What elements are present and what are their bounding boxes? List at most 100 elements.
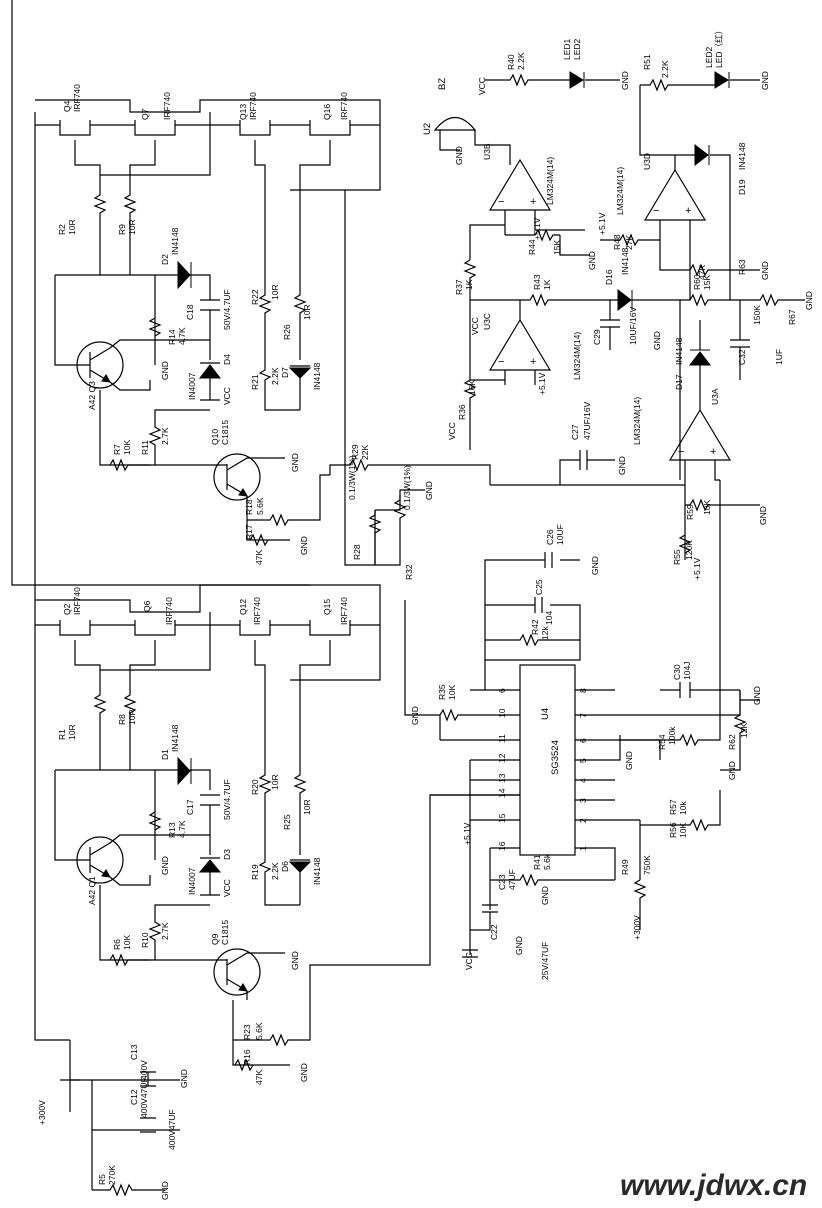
led1-diode bbox=[569, 71, 585, 89]
pin-label: 15 bbox=[497, 813, 507, 823]
r57-label: R57 bbox=[668, 799, 678, 815]
d17-label: D17 bbox=[674, 374, 684, 390]
sg3524-left-pins: 6 10 11 12 13 14 15 16 bbox=[497, 688, 507, 851]
r59-label: R59 bbox=[685, 504, 695, 520]
r21-value: 2.2K bbox=[270, 367, 280, 385]
q7-type: IRF740 bbox=[162, 92, 172, 120]
r28-value: 0.1/3W(1%) bbox=[347, 455, 357, 500]
vcc-label-d4: VCC bbox=[222, 387, 232, 405]
top-mosfet-bridge bbox=[35, 99, 381, 290]
q15-type: IRF740 bbox=[339, 597, 349, 625]
d19-diode bbox=[694, 143, 710, 167]
d2-label: D2 bbox=[160, 254, 170, 265]
q1-transistor bbox=[54, 770, 155, 961]
r49-resistor bbox=[633, 879, 647, 930]
c13-label: C13 bbox=[129, 1044, 139, 1060]
p51-label-r55: +5.1V bbox=[692, 557, 702, 580]
q2-label: Q2 bbox=[62, 603, 72, 615]
p51-label-u3d: +5.1V bbox=[597, 212, 607, 235]
r22-label: R22 bbox=[250, 289, 260, 305]
r63-value: 47K bbox=[697, 265, 707, 280]
r57-value: 10k bbox=[678, 801, 688, 815]
c22-label: C22 bbox=[489, 924, 499, 940]
p300-label-bottom: +300V bbox=[37, 1100, 47, 1125]
d2-type: IN4148 bbox=[170, 227, 180, 255]
c27-label: C27 bbox=[570, 424, 580, 440]
r14-resistor bbox=[148, 317, 162, 337]
gnd-label-q3: GND bbox=[160, 361, 170, 380]
d16-type: IN4148 bbox=[620, 247, 630, 275]
pin-label: 7 bbox=[578, 713, 588, 718]
c18-capacitor bbox=[200, 299, 220, 360]
vcc-label-r40: VCC bbox=[477, 77, 487, 95]
r6-label: R6 bbox=[112, 939, 122, 950]
u3b-opamp: − + bbox=[469, 158, 585, 260]
r41-label: R41 bbox=[532, 854, 542, 870]
r60-label: R60 bbox=[692, 274, 702, 290]
r36-label: R36 bbox=[457, 404, 467, 420]
c22-value: 25V/47UF bbox=[540, 942, 550, 980]
r10-value: 2.7K bbox=[160, 922, 170, 940]
r2-value: 10R bbox=[67, 219, 77, 235]
c32-value: 1UF bbox=[774, 349, 784, 365]
r23-value: 5.6K bbox=[254, 1022, 264, 1040]
r5-label: R5 bbox=[97, 1174, 107, 1185]
c25-value: 104 bbox=[544, 611, 554, 625]
r51-value: 2.2K bbox=[660, 60, 670, 78]
p51-label-c23: +5.1V bbox=[462, 822, 472, 845]
c30-value: 104J bbox=[682, 662, 692, 680]
q10-label: Q10 bbox=[210, 429, 220, 445]
r56-value: 10K bbox=[678, 823, 688, 838]
r29-label: R29 bbox=[350, 444, 360, 460]
vcc-label-r36: VCC bbox=[447, 422, 457, 440]
gnd-label-c26: GND bbox=[590, 556, 600, 575]
d3-diode bbox=[198, 859, 222, 873]
gnd-label-c13: GND bbox=[179, 1069, 189, 1088]
r28-label: R28 bbox=[352, 544, 362, 560]
vcc-label-u3c: VCC bbox=[470, 317, 480, 335]
lm324-u3d: LM324M(14) bbox=[615, 167, 625, 215]
r42-value: 12k bbox=[540, 626, 550, 640]
r21-label: R21 bbox=[250, 374, 260, 390]
r2-resistor bbox=[93, 190, 107, 275]
sg3524-right-pins: 8 7 6 5 4 3 2 1 bbox=[578, 688, 588, 851]
r49-label: R49 bbox=[620, 859, 630, 875]
r1-resistor bbox=[93, 690, 107, 770]
d6-label: D6 bbox=[280, 861, 290, 872]
bz-label: BZ bbox=[437, 78, 448, 90]
q3-transistor bbox=[54, 275, 155, 466]
gnd-label-q10: GND bbox=[290, 453, 300, 472]
r44-value: 15K bbox=[552, 240, 562, 255]
gnd-label-r5: GND bbox=[160, 1181, 170, 1200]
led2-label-a: LED2 bbox=[572, 38, 582, 60]
d1-diode bbox=[177, 756, 192, 786]
r67-value: 150K bbox=[752, 305, 762, 325]
d19-type: IN4148 bbox=[737, 142, 747, 170]
d19-label: D19 bbox=[737, 179, 747, 195]
gnd-label-r16: GND bbox=[299, 1063, 309, 1082]
vcc-label-c22: VCC bbox=[464, 952, 474, 970]
d4-label: D4 bbox=[222, 354, 232, 365]
c13-value: 400V bbox=[139, 1060, 149, 1080]
svg-text:−: − bbox=[498, 196, 504, 208]
lm324-u3a: LM324M(14) bbox=[632, 397, 642, 445]
q15-label: Q15 bbox=[322, 599, 332, 615]
pin-label: 10 bbox=[497, 708, 507, 718]
gnd-label-c22: GND bbox=[514, 936, 524, 955]
gnd-label-u4: GND bbox=[624, 751, 634, 770]
p300-label-r49: +300V bbox=[632, 915, 642, 940]
c12-label: C12 bbox=[129, 1089, 139, 1105]
r36-value: 16K bbox=[467, 380, 477, 395]
buzzer bbox=[433, 116, 511, 165]
r26-label: R26 bbox=[282, 324, 292, 340]
r44-label: R44 bbox=[527, 239, 537, 255]
c12-value: 400V47UF bbox=[139, 1077, 149, 1118]
r1-value: 10R bbox=[67, 724, 77, 740]
q10-transistor bbox=[155, 453, 285, 510]
r60-value: 15K bbox=[702, 275, 712, 290]
r18-label: R18 bbox=[244, 499, 254, 515]
gnd-label-c27: GND bbox=[617, 456, 627, 475]
d16-diode bbox=[617, 288, 633, 312]
lm324-u3c: LM324M(14) bbox=[572, 332, 582, 380]
r16-value: 47K bbox=[254, 1070, 264, 1085]
